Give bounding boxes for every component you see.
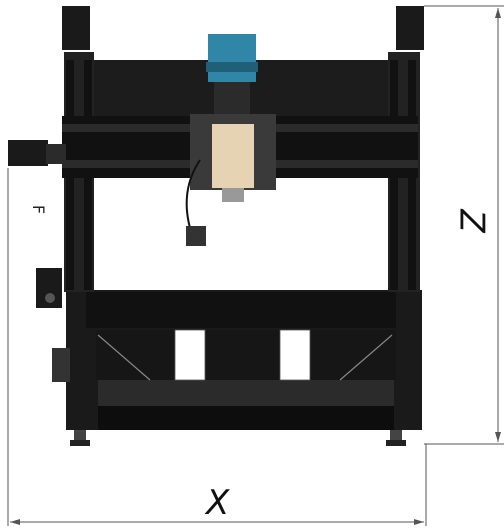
spindle-carriage <box>185 114 276 246</box>
dimension-label-z: Z <box>451 209 492 233</box>
dimension-label-x: X <box>206 483 230 523</box>
base-frame <box>66 290 422 446</box>
side-equipment <box>36 268 70 382</box>
dimension-lines <box>7 5 504 526</box>
spindle-motor <box>206 34 258 114</box>
side-mark-label: F <box>29 204 49 215</box>
